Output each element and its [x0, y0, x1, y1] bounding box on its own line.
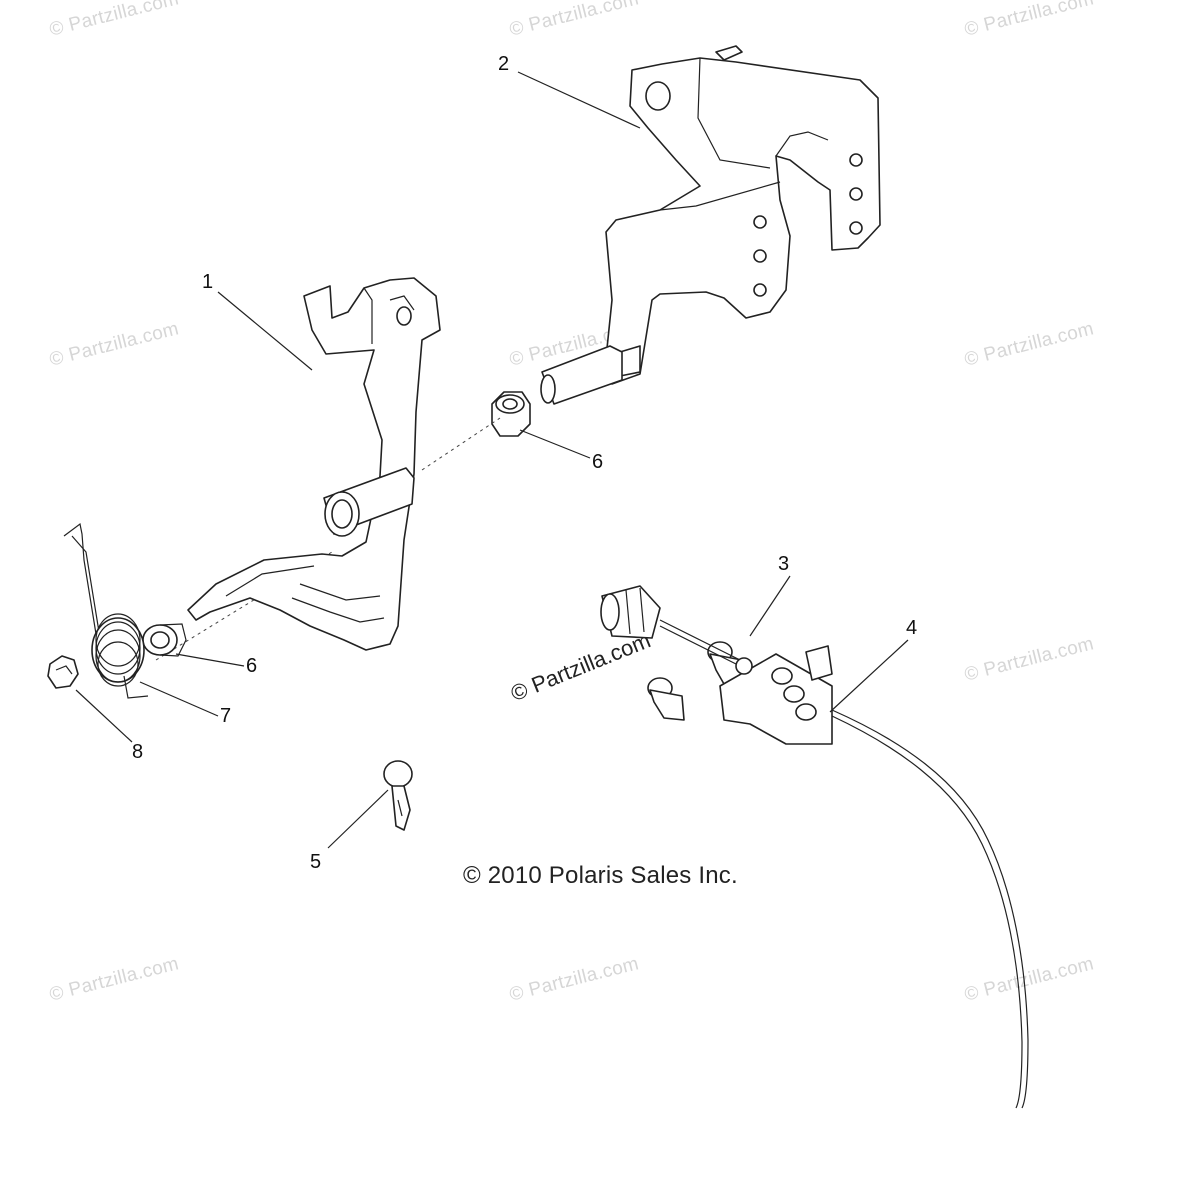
callout-6-lower: 6: [246, 655, 258, 677]
pedal-arm-part-1: [187, 277, 441, 651]
copyright-text: © 2010 Polaris Sales Inc.: [463, 862, 738, 889]
leader-8: [75, 689, 133, 743]
callout-1: 1: [202, 271, 214, 293]
leader-6-lower: [175, 653, 245, 667]
spring-part-7: [63, 522, 149, 699]
leader-4: [829, 639, 909, 713]
leader-6-upper: [519, 429, 591, 459]
callout-2: 2: [498, 53, 510, 75]
leader-7: [139, 681, 219, 717]
clip-part-8: [47, 655, 79, 689]
axis-line-upper: [421, 417, 501, 471]
callout-7: 7: [220, 705, 232, 727]
leader-3: [749, 575, 791, 637]
callout-4: 4: [906, 617, 918, 639]
bushing-part-6-upper: [491, 391, 531, 437]
leader-5: [327, 789, 389, 849]
callout-8: 8: [132, 741, 144, 763]
pin-part-5: [383, 760, 413, 831]
bushing-part-6-lower: [142, 623, 187, 657]
leader-1: [217, 291, 313, 371]
cable-part-4: [600, 585, 1029, 1109]
bracket-part-2: [540, 45, 881, 405]
leader-2: [517, 71, 641, 129]
callout-6-upper: 6: [592, 451, 604, 473]
callout-3: 3: [778, 553, 790, 575]
bolts-part-3: [647, 641, 743, 721]
callout-5: 5: [310, 851, 322, 873]
